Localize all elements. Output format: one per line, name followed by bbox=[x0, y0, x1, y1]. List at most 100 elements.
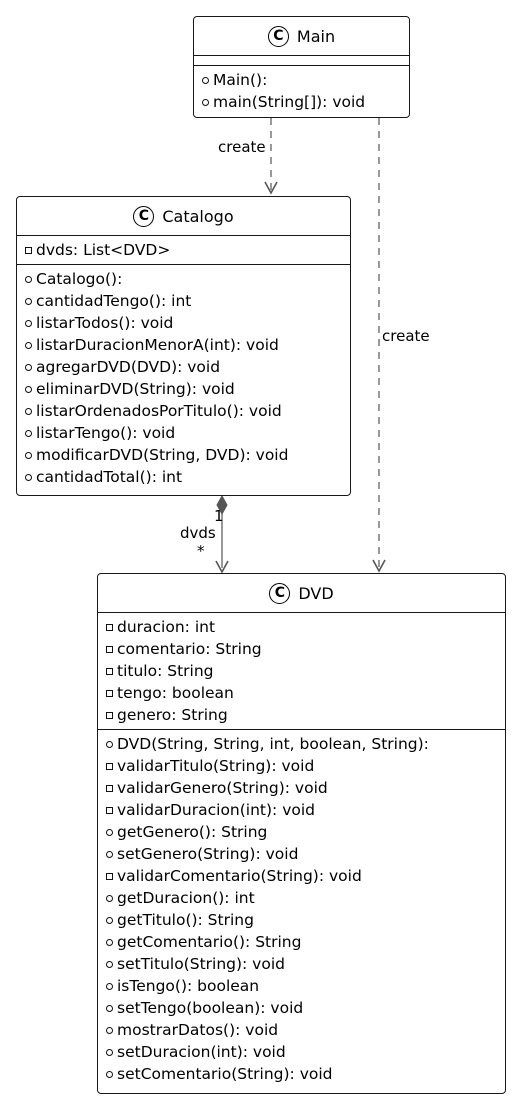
method-row: cantidadTengo(): int bbox=[25, 290, 350, 312]
method-row: Catalogo(): bbox=[25, 268, 350, 290]
private-visibility-icon bbox=[106, 645, 113, 653]
role-label-dvds: dvds bbox=[180, 524, 216, 542]
public-visibility-icon bbox=[25, 473, 32, 481]
class-stereotype-icon: C bbox=[133, 205, 155, 227]
class-header: C Catalogo bbox=[17, 197, 350, 236]
class-header: C Main bbox=[194, 17, 409, 56]
public-visibility-icon bbox=[106, 894, 113, 902]
public-visibility-icon bbox=[106, 960, 113, 968]
member-text: comentario: String bbox=[117, 640, 262, 658]
member-text: getTitulo(): String bbox=[117, 911, 254, 929]
attribute-row: tengo: boolean bbox=[106, 682, 505, 704]
member-text: validarTitulo(String): void bbox=[117, 757, 315, 775]
method-row: validarDuracion(int): void bbox=[106, 799, 505, 821]
class-catalogo[interactable]: C Catalogo dvds: List<DVD> Catalogo(): ca… bbox=[16, 196, 351, 496]
public-visibility-icon bbox=[25, 385, 32, 393]
arrowhead-dvd-dependency bbox=[372, 559, 386, 573]
method-row: setComentario(String): void bbox=[106, 1063, 505, 1085]
public-visibility-icon bbox=[106, 828, 113, 836]
method-row: validarTitulo(String): void bbox=[106, 755, 505, 777]
public-visibility-icon bbox=[106, 850, 113, 858]
method-row: getTitulo(): String bbox=[106, 909, 505, 931]
member-text: setGenero(String): void bbox=[117, 845, 299, 863]
method-row: setDuracion(int): void bbox=[106, 1041, 505, 1063]
attribute-row: duracion: int bbox=[106, 616, 505, 638]
method-row: setTengo(boolean): void bbox=[106, 997, 505, 1019]
private-visibility-icon bbox=[106, 784, 113, 792]
private-visibility-icon bbox=[106, 623, 113, 631]
public-visibility-icon bbox=[106, 1048, 113, 1056]
methods-section: Catalogo(): cantidadTengo(): int listarTod… bbox=[17, 265, 350, 491]
public-visibility-icon bbox=[202, 76, 209, 84]
public-visibility-icon bbox=[202, 98, 209, 106]
arrowhead-dvd-composition bbox=[215, 560, 229, 574]
member-text: main(String[]): void bbox=[213, 93, 366, 111]
label-create-catalogo: create bbox=[218, 138, 266, 156]
public-visibility-icon bbox=[25, 319, 32, 327]
member-text: setTitulo(String): void bbox=[117, 955, 285, 973]
attribute-row: comentario: String bbox=[106, 638, 505, 660]
method-row: validarGenero(String): void bbox=[106, 777, 505, 799]
member-text: setComentario(String): void bbox=[117, 1065, 333, 1083]
member-text: duracion: int bbox=[117, 618, 216, 636]
member-text: setTengo(boolean): void bbox=[117, 999, 304, 1017]
method-row: getComentario(): String bbox=[106, 931, 505, 953]
class-main[interactable]: C Main Main():main(String[]): void bbox=[193, 16, 410, 118]
member-text: agregarDVD(DVD): void bbox=[36, 358, 221, 376]
method-row: getDuracion(): int bbox=[106, 887, 505, 909]
member-text: getDuracion(): int bbox=[117, 889, 255, 907]
member-text: isTengo(): boolean bbox=[117, 977, 260, 995]
method-row: mostrarDatos(): void bbox=[106, 1019, 505, 1041]
public-visibility-icon bbox=[106, 1026, 113, 1034]
class-stereotype-icon: C bbox=[267, 25, 289, 47]
class-stereotype-icon: C bbox=[269, 582, 291, 604]
public-visibility-icon bbox=[25, 429, 32, 437]
method-row: listarDuracionMenorA(int): void bbox=[25, 334, 350, 356]
method-row: modificarDVD(String, DVD): void bbox=[25, 444, 350, 466]
member-text: tengo: boolean bbox=[117, 684, 234, 702]
public-visibility-icon bbox=[25, 407, 32, 415]
member-text: listarDuracionMenorA(int): void bbox=[36, 336, 279, 354]
method-row: setTitulo(String): void bbox=[106, 953, 505, 975]
member-text: genero: String bbox=[117, 706, 228, 724]
method-row: listarTengo(): void bbox=[25, 422, 350, 444]
method-row: main(String[]): void bbox=[202, 91, 409, 113]
member-text: cantidadTotal(): int bbox=[36, 468, 183, 486]
method-row: setGenero(String): void bbox=[106, 843, 505, 865]
member-text: DVD(String, String, int, boolean, String… bbox=[117, 735, 429, 753]
private-visibility-icon bbox=[106, 872, 113, 880]
private-visibility-icon bbox=[106, 689, 113, 697]
public-visibility-icon bbox=[25, 275, 32, 283]
multiplicity-source: 1 bbox=[214, 507, 224, 525]
member-text: listarTodos(): void bbox=[36, 314, 174, 332]
method-row: eliminarDVD(String): void bbox=[25, 378, 350, 400]
method-row: DVD(String, String, int, boolean, String… bbox=[106, 733, 505, 755]
method-row: agregarDVD(DVD): void bbox=[25, 356, 350, 378]
attribute-row: genero: String bbox=[106, 704, 505, 726]
member-text: cantidadTengo(): int bbox=[36, 292, 192, 310]
method-row: cantidadTotal(): int bbox=[25, 466, 350, 488]
class-name: DVD bbox=[298, 583, 334, 603]
member-text: Catalogo(): bbox=[36, 270, 123, 288]
member-text: getComentario(): String bbox=[117, 933, 302, 951]
method-row: getGenero(): String bbox=[106, 821, 505, 843]
public-visibility-icon bbox=[106, 1004, 113, 1012]
member-text: mostrarDatos(): void bbox=[117, 1021, 279, 1039]
member-text: validarDuracion(int): void bbox=[117, 801, 316, 819]
attribute-row: dvds: List<DVD> bbox=[25, 239, 350, 261]
private-visibility-icon bbox=[25, 246, 32, 254]
attributes-section bbox=[194, 56, 409, 66]
attributes-section: dvds: List<DVD> bbox=[17, 236, 350, 265]
label-create-dvd: create bbox=[382, 327, 430, 345]
member-text: listarTengo(): void bbox=[36, 424, 176, 442]
class-header: C DVD bbox=[98, 574, 505, 613]
member-text: modificarDVD(String, DVD): void bbox=[36, 446, 289, 464]
class-name: Main bbox=[296, 26, 336, 46]
member-text: getGenero(): String bbox=[117, 823, 268, 841]
public-visibility-icon bbox=[106, 916, 113, 924]
method-row: listarTodos(): void bbox=[25, 312, 350, 334]
public-visibility-icon bbox=[25, 451, 32, 459]
public-visibility-icon bbox=[25, 363, 32, 371]
